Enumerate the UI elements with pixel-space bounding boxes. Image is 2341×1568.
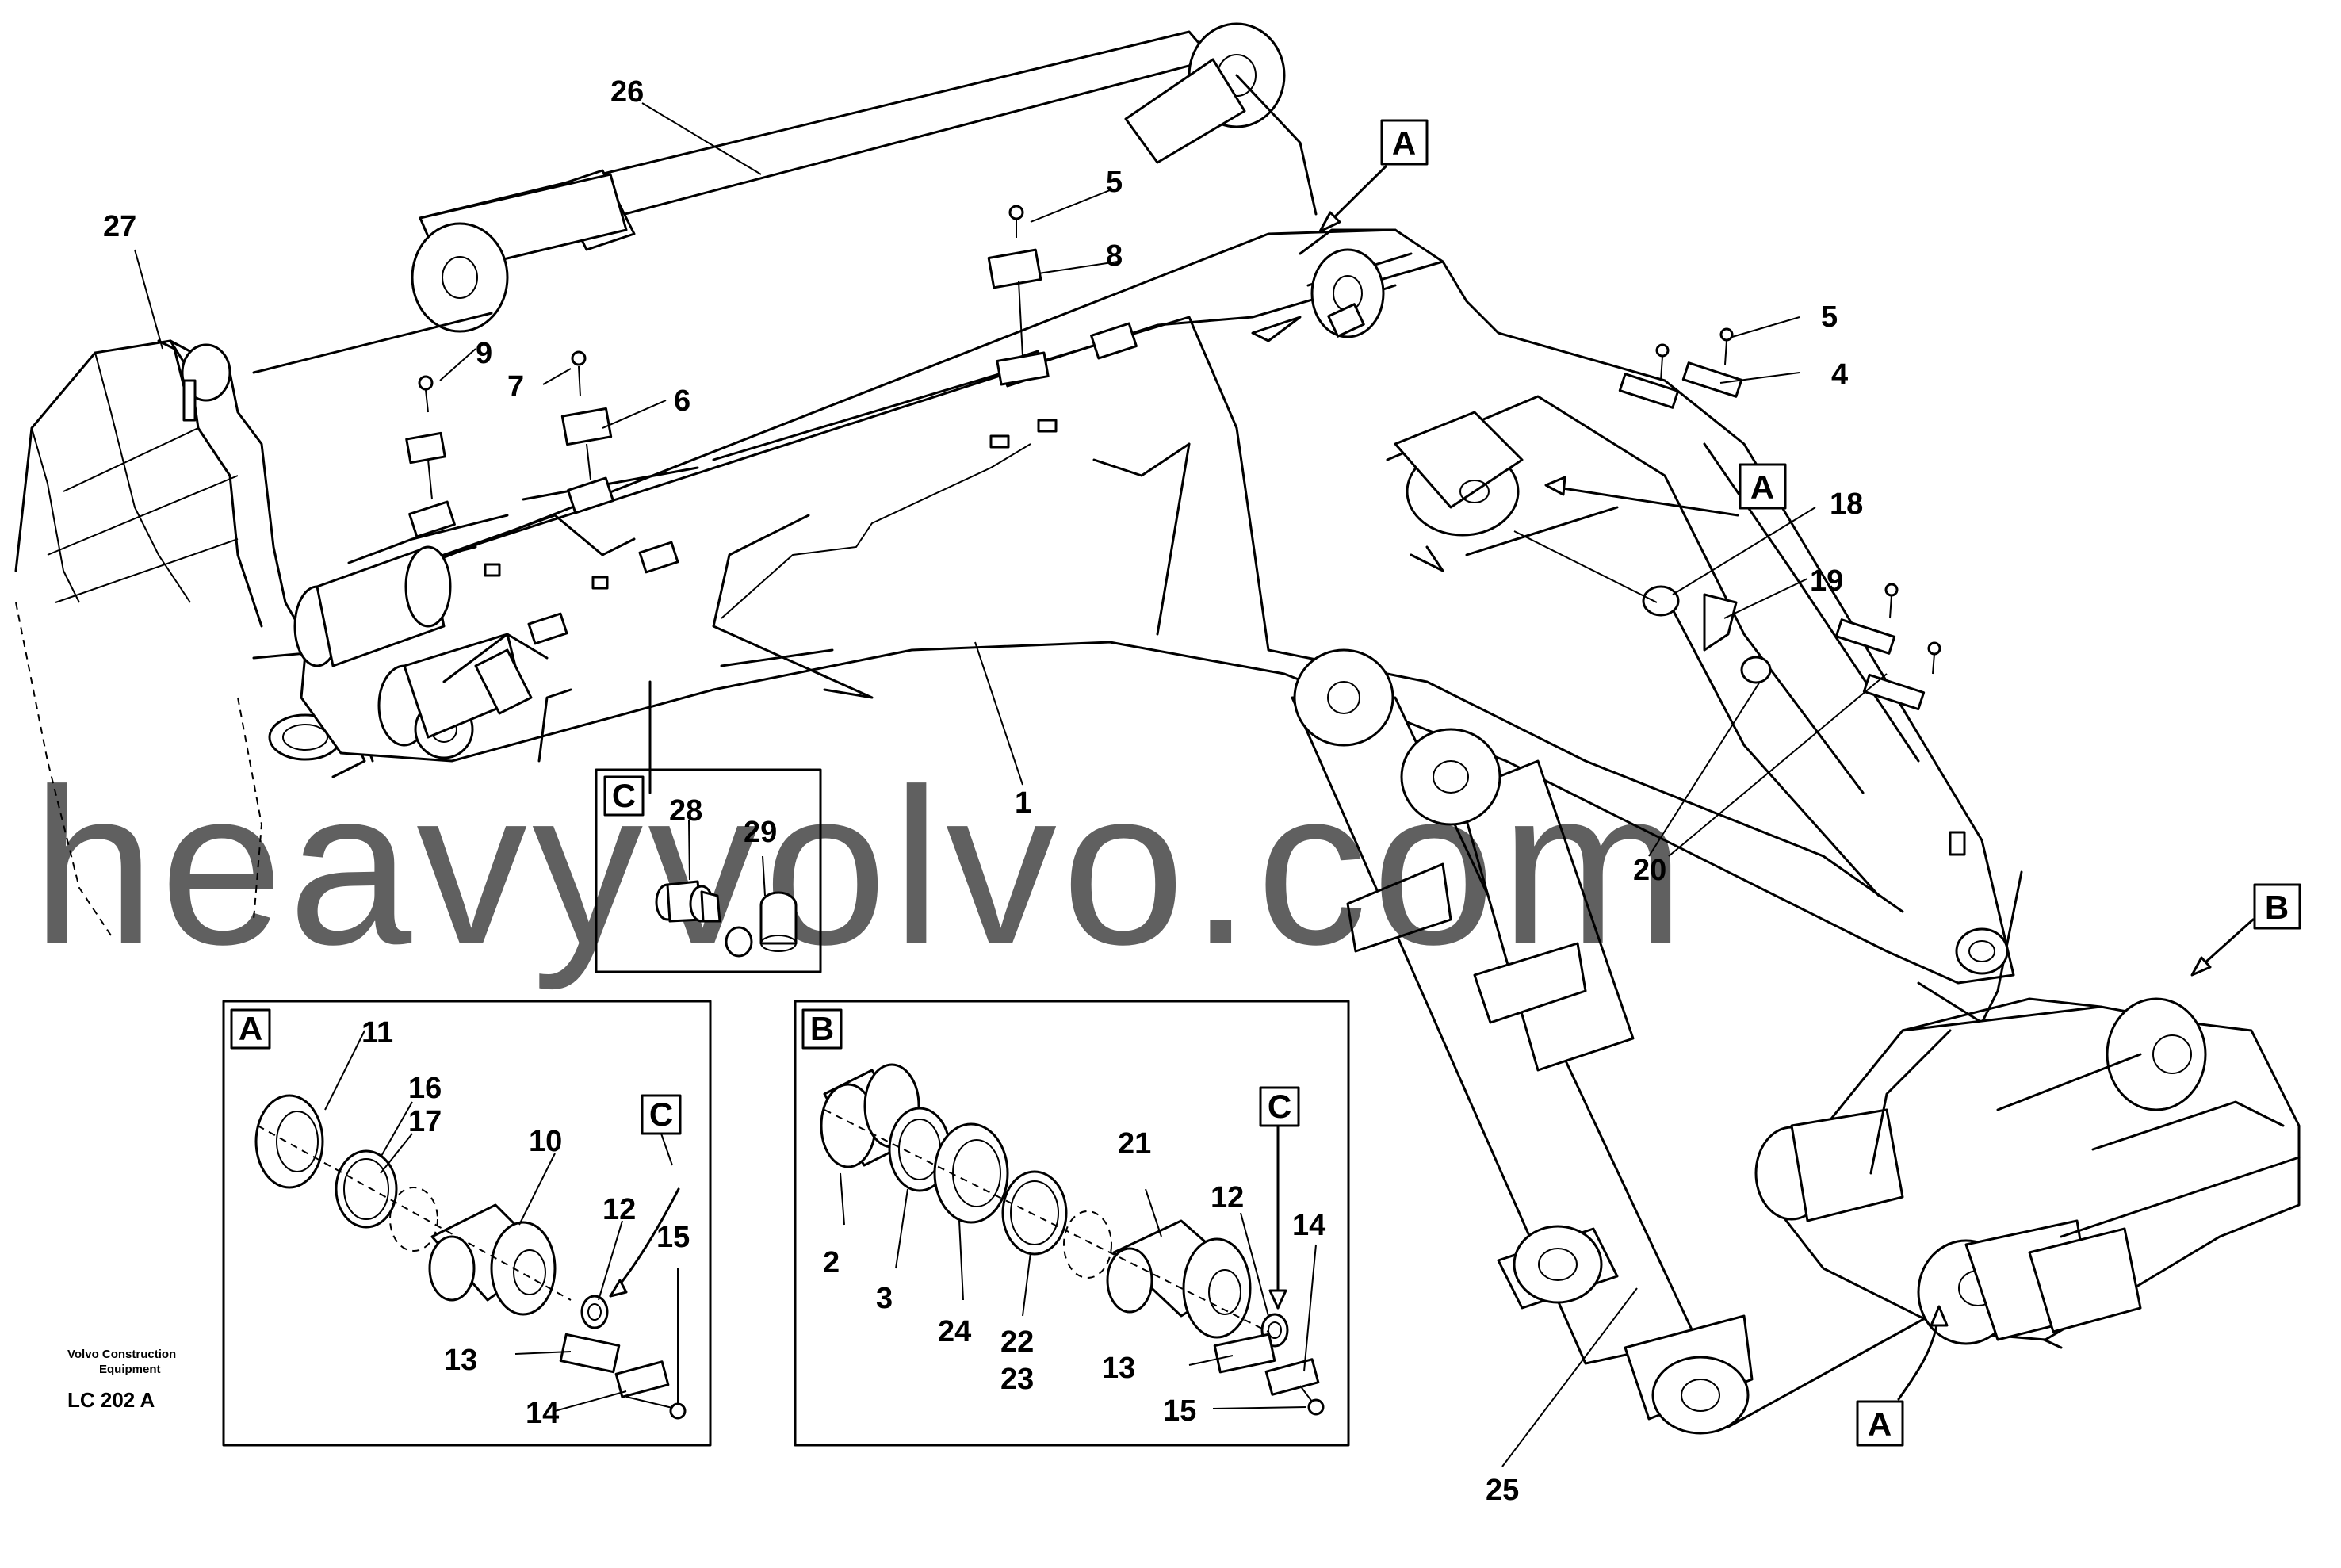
detail-b-box: B bbox=[794, 1000, 1350, 1447]
label-14-a: 14 bbox=[526, 1397, 559, 1430]
leader-lines bbox=[134, 102, 1888, 1467]
label-22: 22 bbox=[1000, 1325, 1034, 1359]
label-11: 11 bbox=[361, 1016, 393, 1050]
fitting-12 bbox=[580, 1295, 609, 1329]
label-18: 18 bbox=[1830, 488, 1863, 521]
callout-a-bottom: A bbox=[1856, 1305, 1949, 1447]
label-2: 2 bbox=[823, 1246, 840, 1279]
label-5-right: 5 bbox=[1821, 300, 1838, 334]
detail-c-letter: C bbox=[612, 777, 636, 814]
label-20: 20 bbox=[1633, 854, 1666, 887]
plate-13 bbox=[559, 1333, 621, 1374]
svg-text:A: A bbox=[1750, 468, 1774, 506]
boom-cylinder-26 bbox=[252, 22, 1318, 374]
plate-14 bbox=[614, 1360, 670, 1398]
label-28: 28 bbox=[669, 794, 702, 828]
svg-text:A: A bbox=[1868, 1405, 1892, 1443]
detail-a-letter: A bbox=[239, 1010, 262, 1047]
label-8: 8 bbox=[1106, 239, 1123, 273]
watermark: heavyvolvo.com bbox=[32, 744, 1690, 992]
label-13-b: 13 bbox=[1102, 1352, 1135, 1385]
screw-15b bbox=[1307, 1398, 1325, 1416]
label-24: 24 bbox=[938, 1315, 971, 1348]
label-25: 25 bbox=[1486, 1474, 1519, 1507]
detail-b-letter: B bbox=[810, 1010, 834, 1047]
label-16: 16 bbox=[408, 1072, 442, 1105]
detail-b-c-letter: C bbox=[1268, 1088, 1291, 1125]
cap-29 bbox=[759, 891, 798, 952]
fitting-28 bbox=[655, 880, 721, 923]
label-7: 7 bbox=[507, 370, 524, 403]
arm-structure bbox=[1754, 997, 2301, 1345]
drawing-code: LC 202 A bbox=[67, 1388, 155, 1412]
label-12-a: 12 bbox=[602, 1193, 636, 1226]
label-4: 4 bbox=[1831, 358, 1848, 392]
svg-text:B: B bbox=[2265, 889, 2289, 926]
label-9: 9 bbox=[476, 337, 492, 370]
publisher-line-2: Equipment bbox=[99, 1363, 161, 1376]
label-13-a: 13 bbox=[444, 1344, 477, 1377]
label-17: 17 bbox=[408, 1105, 442, 1138]
detail-a-c-letter: C bbox=[649, 1096, 673, 1133]
detail-a-box: A C bbox=[222, 1000, 712, 1447]
callout-b-main: B bbox=[2190, 883, 2301, 977]
callout-a-top: A bbox=[1318, 119, 1429, 233]
label-1: 1 bbox=[1015, 786, 1031, 820]
publisher-block: Volvo Construction Equipment LC 202 A bbox=[67, 1348, 176, 1412]
label-3: 3 bbox=[876, 1282, 893, 1315]
ring-22-23 bbox=[1001, 1170, 1068, 1256]
seal-24 bbox=[933, 1122, 1009, 1224]
publisher-line-1: Volvo Construction bbox=[67, 1348, 176, 1361]
washer-part bbox=[725, 926, 753, 958]
label-19: 19 bbox=[1810, 564, 1843, 598]
label-5-top: 5 bbox=[1106, 166, 1123, 199]
detail-c-box: C bbox=[595, 768, 822, 973]
seal-11 bbox=[254, 1094, 324, 1189]
label-6: 6 bbox=[674, 384, 690, 418]
label-12-b: 12 bbox=[1211, 1181, 1244, 1214]
label-14-b: 14 bbox=[1292, 1209, 1325, 1242]
label-27: 27 bbox=[103, 210, 136, 243]
label-26: 26 bbox=[610, 75, 644, 109]
screw-15 bbox=[669, 1402, 687, 1420]
bushing-21 bbox=[1106, 1219, 1252, 1339]
boom-structure bbox=[293, 228, 2023, 1024]
bushing-10 bbox=[428, 1203, 557, 1316]
ring-16-17 bbox=[335, 1149, 398, 1229]
label-10: 10 bbox=[529, 1125, 562, 1158]
label-15-b: 15 bbox=[1163, 1394, 1196, 1428]
label-21: 21 bbox=[1118, 1127, 1151, 1161]
label-23: 23 bbox=[1000, 1363, 1034, 1396]
callout-a-mid: A bbox=[1544, 463, 1787, 517]
hardware-parts bbox=[405, 205, 1966, 856]
plate-13b bbox=[1213, 1333, 1276, 1374]
label-29: 29 bbox=[744, 816, 777, 849]
stick-cylinder-25 bbox=[1291, 648, 2063, 1435]
label-15-a: 15 bbox=[656, 1221, 690, 1254]
part-numbers: 26 27 5 8 9 7 6 5 4 18 19 20 1 25 28 29 … bbox=[103, 75, 1863, 1507]
plate-14b bbox=[1264, 1358, 1320, 1396]
svg-text:A: A bbox=[1392, 124, 1416, 162]
